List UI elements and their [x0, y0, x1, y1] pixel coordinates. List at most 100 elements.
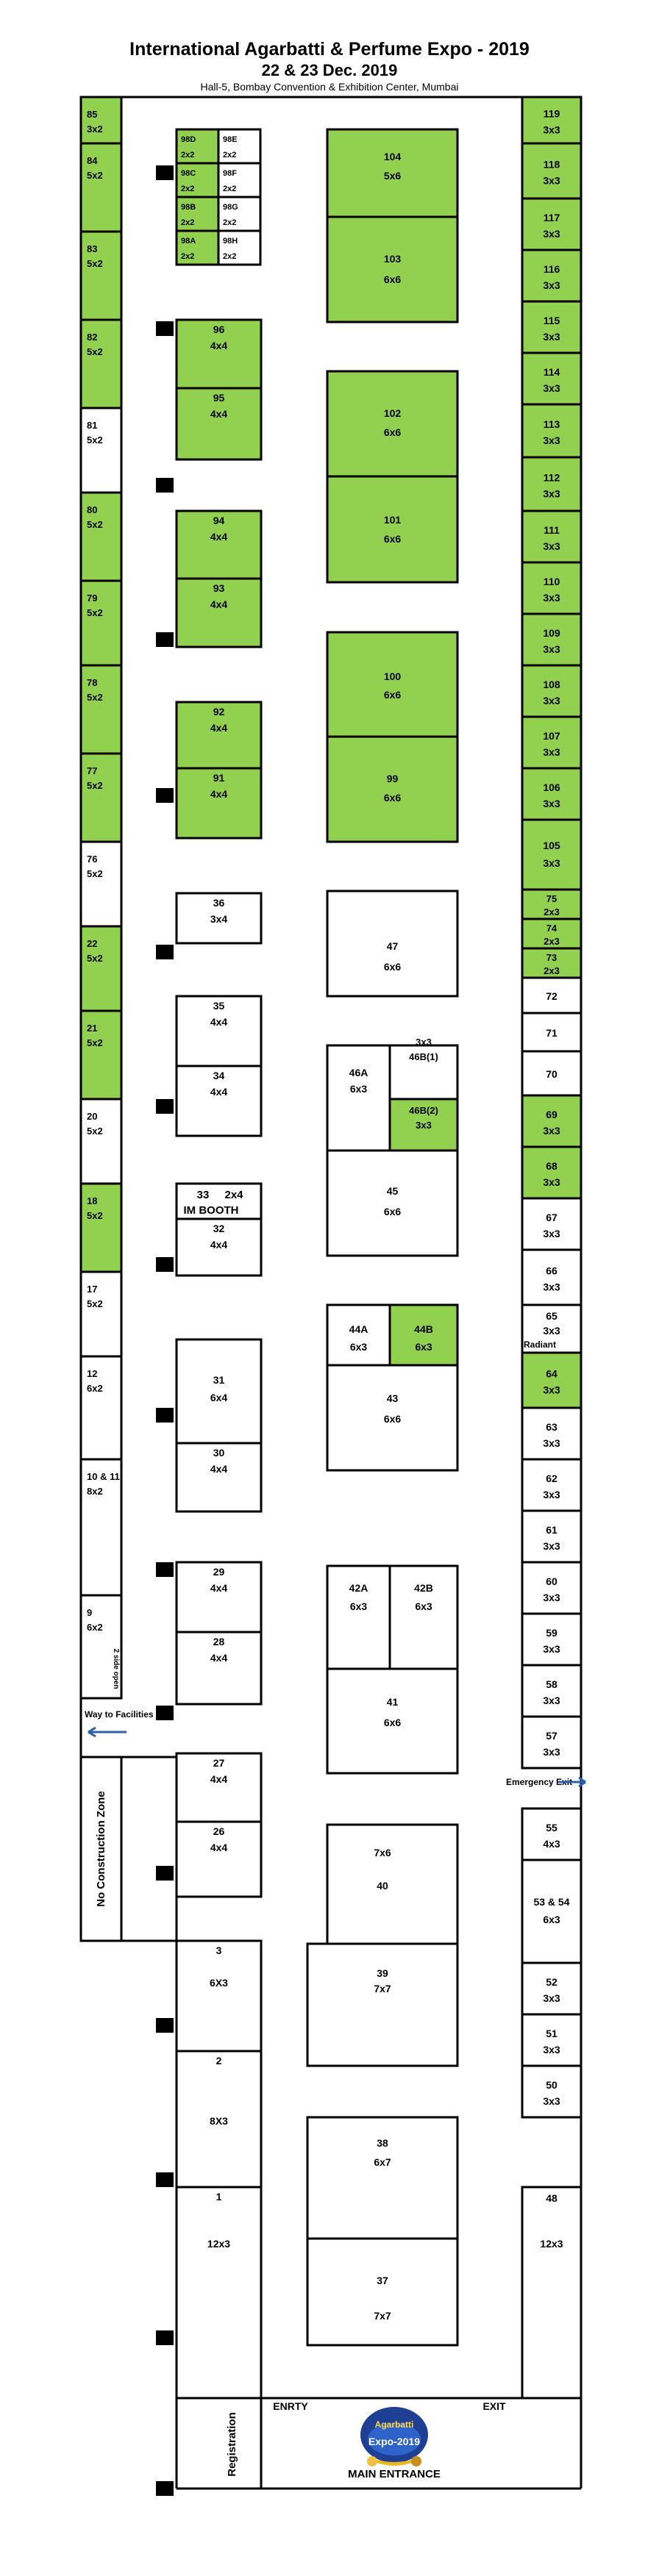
- stall-70[interactable]: 70: [521, 1050, 583, 1097]
- stall-71[interactable]: 71: [521, 1012, 583, 1053]
- stall-46b-2-[interactable]: 46B(2)3x3: [388, 1098, 459, 1152]
- stall-46b-1-[interactable]: 46B(1)3x3: [388, 1037, 459, 1101]
- stall-72[interactable]: 72: [521, 976, 583, 1015]
